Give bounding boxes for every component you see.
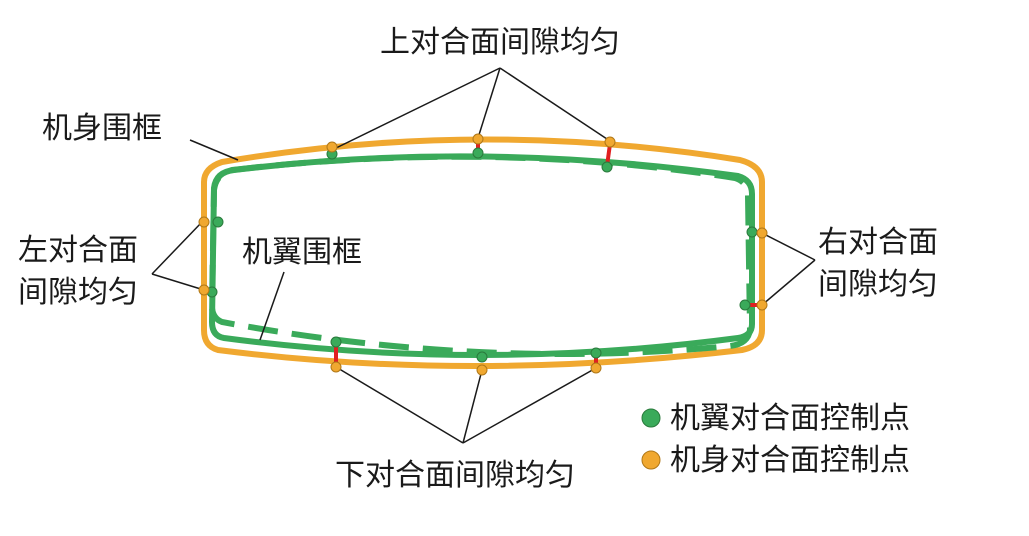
wing-control-points bbox=[206, 147, 758, 363]
fuselage-point-left-lower bbox=[198, 284, 210, 296]
fuselage-frame-outline bbox=[201, 136, 765, 369]
wing-point-bottom-right bbox=[590, 347, 602, 359]
fuselage-frame-label: 机身围框 bbox=[42, 111, 162, 146]
right-gap-label-line2: 间隙均匀 bbox=[818, 267, 938, 302]
leader-lines bbox=[151, 67, 816, 444]
wing-point-right-upper bbox=[746, 226, 758, 238]
top-gap-label: 上对合面间隙均匀 bbox=[380, 25, 620, 60]
fuselage-point-top-right bbox=[604, 136, 616, 148]
wing-point-top-middle bbox=[472, 147, 484, 159]
fuselage-point-top-left bbox=[326, 141, 338, 153]
fuselage-point-right-lower bbox=[756, 299, 768, 311]
fuselage-point-bottom-middle bbox=[476, 364, 488, 376]
fuselage-control-points bbox=[198, 133, 768, 376]
fuselage-point-left-upper bbox=[198, 216, 210, 228]
fuselage-point-top-middle bbox=[472, 133, 484, 145]
fuselage-point-right-upper bbox=[756, 227, 768, 239]
fuselage-point-bottom-right bbox=[590, 362, 602, 374]
legend-wing-marker bbox=[641, 408, 661, 428]
wing-point-right-lower bbox=[739, 299, 751, 311]
wing-point-top-right bbox=[601, 161, 613, 173]
legend-fuselage-marker bbox=[641, 450, 661, 470]
left-gap-label-line2: 间隙均匀 bbox=[18, 275, 138, 310]
right-gap-label-line1: 右对合面 bbox=[818, 225, 938, 260]
legend: 机翼对合面控制点 机身对合面控制点 bbox=[641, 401, 910, 478]
wing-point-left-upper bbox=[212, 216, 224, 228]
wing-point-bottom-middle bbox=[476, 351, 488, 363]
wing-point-bottom-left bbox=[330, 336, 342, 348]
legend-wing-label: 机翼对合面控制点 bbox=[670, 401, 910, 436]
left-gap-label-line1: 左对合面 bbox=[18, 233, 138, 268]
fuselage-point-bottom-left bbox=[330, 361, 342, 373]
bottom-gap-label: 下对合面间隙均匀 bbox=[335, 458, 575, 493]
wing-frame-label: 机翼围框 bbox=[242, 235, 362, 270]
legend-fuselage-label: 机身对合面控制点 bbox=[670, 443, 910, 478]
wing-frame-solid-outline bbox=[208, 153, 755, 358]
